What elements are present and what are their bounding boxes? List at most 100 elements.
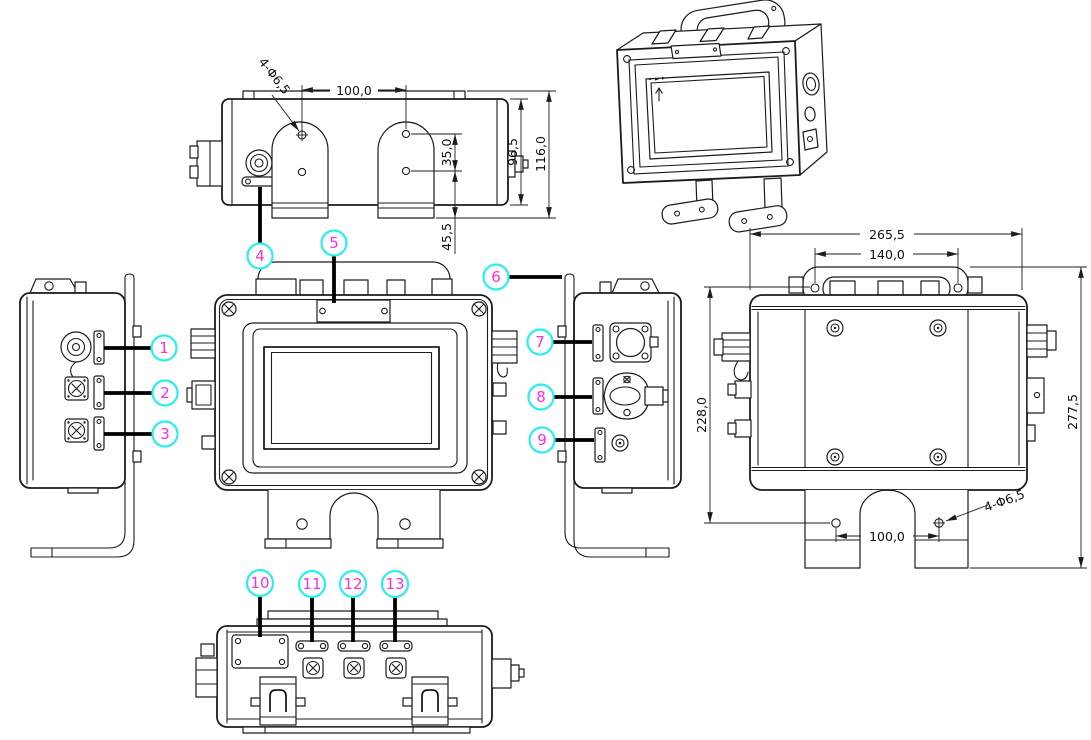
dim-hole-row-spacing: 228,0 — [694, 286, 830, 524]
dim-text-96.5: 96,5 — [505, 138, 520, 166]
callout-6: 6 — [482, 263, 562, 291]
right-side-view — [557, 273, 682, 558]
base-strip — [242, 726, 471, 734]
dim-text-100-rear: 100,0 — [869, 529, 905, 544]
callout-10: 10 — [245, 568, 275, 637]
port-plate-8 — [592, 377, 604, 415]
port-plate-13 — [379, 640, 413, 652]
right-edge-connectors-front — [491, 330, 518, 435]
screen-iso — [645, 71, 773, 160]
svg-text:2: 2 — [160, 384, 170, 402]
rear-plate-screws — [826, 319, 947, 466]
label-plate-iso — [670, 42, 722, 60]
svg-text:7: 7 — [535, 333, 545, 351]
isometric-view — [616, 0, 828, 233]
svg-text:13: 13 — [385, 575, 404, 593]
foot-pad — [601, 487, 633, 494]
connector-1-round — [60, 331, 92, 378]
callout-5: 5 — [320, 229, 348, 303]
port-plate-9 — [594, 427, 606, 463]
left-side-view — [19, 273, 142, 558]
dim-text-265.5: 265,5 — [869, 227, 905, 242]
side-connectors-iso — [802, 72, 820, 151]
screen-bezels-iso — [628, 51, 789, 175]
callout-1: 1 — [104, 334, 178, 362]
left-protrusions-bottom — [195, 643, 218, 698]
svg-text:1: 1 — [159, 339, 169, 357]
mount-bracket-front — [264, 490, 444, 549]
rear-view: 265,5 140,0 228,0 277,5 100,0 — [694, 226, 1087, 569]
port-plate-11 — [295, 640, 329, 652]
connector-7-circular — [609, 322, 659, 363]
connector-8-oval — [603, 372, 669, 420]
label-plate-front — [316, 299, 391, 323]
rear-plate — [751, 305, 1026, 472]
port-plate-12 — [337, 640, 371, 652]
dim-text-45.5: 45,5 — [439, 223, 454, 251]
dim-foot-hole-spacing: 100,0 — [835, 528, 940, 544]
mount-bracket-right — [557, 273, 670, 558]
top-view: 100,0 4-Φ6,5 35,0 45,5 96,5 1 — [189, 55, 556, 254]
bracket-feet-top — [271, 121, 435, 219]
mount-bracket-rear — [804, 489, 969, 569]
svg-text:3: 3 — [160, 425, 170, 443]
left-edge-connectors-front — [186, 328, 216, 450]
callout-13: 13 — [380, 569, 410, 642]
callout-11: 11 — [297, 569, 327, 642]
bracket-hole — [399, 518, 411, 530]
dim-text-100-top: 100,0 — [336, 83, 372, 98]
screen-stack — [242, 322, 468, 474]
bracket-clamps-bottom — [250, 676, 458, 726]
callouts: 1 2 3 4 5 6 7 — [104, 187, 594, 642]
dim-text-140: 140,0 — [869, 247, 905, 262]
dim-text-116: 116,0 — [533, 136, 548, 172]
bracket-hole — [296, 518, 308, 530]
svg-text:10: 10 — [250, 574, 269, 592]
mount-brackets-iso — [661, 177, 788, 233]
dim-overall-width: 265,5 — [749, 226, 1023, 290]
display-screen — [263, 346, 440, 450]
front-corner-screws-iso — [623, 47, 794, 174]
left-edge-connectors-rear — [713, 332, 752, 438]
callout-2: 2 — [104, 379, 179, 407]
bottom-view — [195, 610, 525, 734]
handle-end-left — [29, 278, 87, 294]
dim-text-277.5: 277,5 — [1065, 394, 1080, 430]
svg-text:8: 8 — [536, 388, 546, 406]
mount-bracket-left — [30, 273, 142, 558]
bracket-hole — [831, 518, 841, 528]
handle-hole — [953, 283, 963, 293]
dim-text-35: 35,0 — [439, 139, 454, 167]
connector-2-square — [64, 376, 89, 401]
port-plate-7 — [592, 324, 604, 362]
callout-7: 7 — [526, 328, 592, 356]
mount-hole — [401, 166, 411, 176]
callout-3: 3 — [104, 420, 179, 448]
callout-8: 8 — [527, 383, 592, 411]
enclosure-rear-outline — [749, 294, 1028, 491]
dim-overall-depth: 116,0 — [436, 90, 556, 219]
svg-text:11: 11 — [302, 575, 321, 593]
port-plate-1 — [93, 330, 105, 365]
corner-screws-front — [221, 301, 487, 485]
dim-text-228: 228,0 — [694, 397, 709, 433]
dim-overall-height: 277,5 — [970, 266, 1087, 569]
dim-body-depth: 96,5 — [505, 98, 528, 206]
svg-text:12: 12 — [343, 575, 362, 593]
svg-text:6: 6 — [491, 268, 501, 286]
callout-4: 4 — [246, 187, 274, 270]
handle-hole — [810, 283, 820, 293]
cover-plate-10 — [231, 634, 289, 669]
callout-12: 12 — [338, 569, 368, 642]
top-latches — [651, 25, 771, 45]
right-protrusions-bottom — [491, 658, 525, 689]
foot-pad — [67, 487, 99, 494]
round-connector-top — [245, 149, 273, 177]
callout-9: 9 — [528, 426, 594, 454]
bottom-connectors — [302, 657, 407, 679]
svg-text:4: 4 — [255, 247, 265, 265]
svg-text:9: 9 — [537, 431, 547, 449]
dim-bracket-hole-spacing: 100,0 — [301, 82, 407, 130]
connector-3-square — [64, 418, 89, 443]
